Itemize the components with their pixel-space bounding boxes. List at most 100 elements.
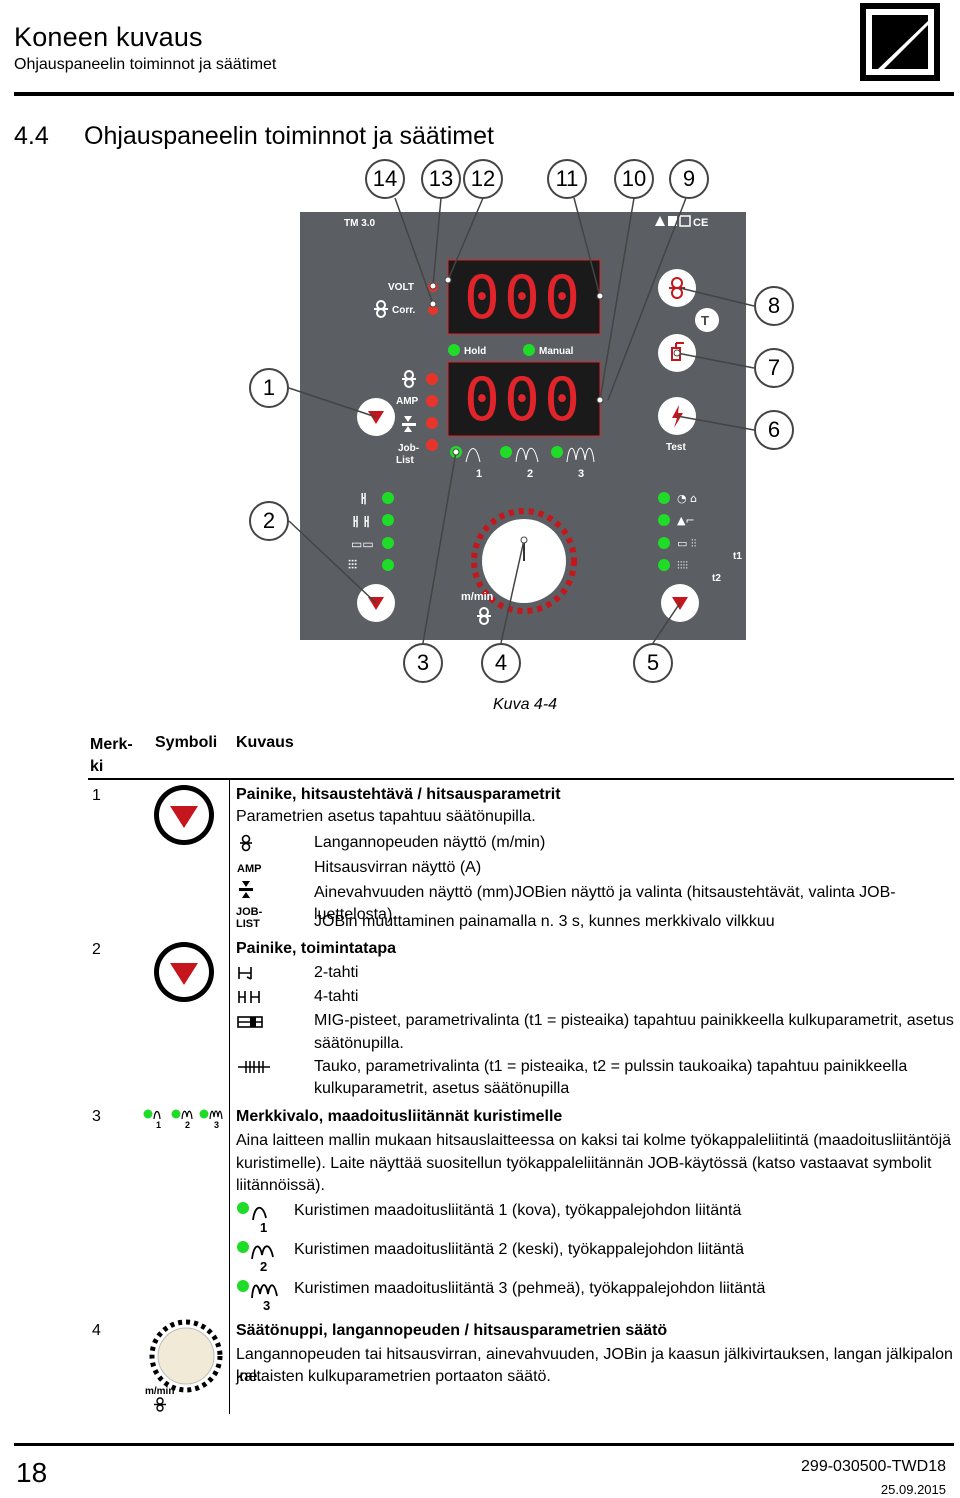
callout-dots (429, 276, 681, 544)
callout-7: 7 (754, 348, 794, 388)
row-text: Ainevahvuuden näyttö (mm)JOBien näyttö j… (314, 884, 896, 923)
led-joblist (426, 439, 438, 451)
reel-2-label: 2 (527, 468, 533, 480)
amp-symbol: AMP (237, 863, 262, 875)
callout-3: 3 (403, 643, 443, 683)
mode-2step-icon (238, 967, 252, 980)
wire-feed-icon (240, 834, 252, 852)
volt-label: VOLT (388, 282, 414, 293)
callout-1: 1 (249, 368, 289, 408)
led-start (658, 514, 670, 526)
control-panel-diagram: TM 3.0 CE VOLT Corr. 000 Hold Manual 000… (288, 197, 755, 644)
reel-3-label: 3 (578, 468, 584, 480)
gas-pre-icon: ◔ ⌂ (677, 492, 697, 505)
led-interval (382, 559, 394, 571)
reel-icons (465, 447, 595, 463)
col-header-symboli: Symboli (155, 734, 218, 751)
callout-12: 12 (463, 159, 503, 199)
led-reel-2 (500, 446, 512, 458)
wire-spool-icon (374, 300, 388, 318)
mode-4step-icon: ㅐㅐ (350, 515, 372, 529)
callout-6: 6 (754, 410, 794, 450)
led-4step (382, 514, 394, 526)
mode-2step-icon: ㅐ (358, 492, 369, 506)
display-top (447, 259, 601, 335)
reel-1-num: 1 (260, 1220, 268, 1235)
reel-3-num: 3 (263, 1298, 271, 1313)
callout-13: 13 (421, 159, 461, 199)
joblist-symbol-line1: JOB- (236, 906, 263, 918)
section-number: 4.4 (14, 122, 49, 150)
section-heading: 4.4 Ohjauspaneelin toiminnot ja säätimet (14, 122, 494, 151)
led-thickness (426, 417, 438, 429)
page-title: Koneen kuvaus (14, 22, 203, 52)
reel-2-num: 2 (260, 1259, 268, 1274)
reel-num-1: 1 (156, 1120, 162, 1130)
led-2step (382, 492, 394, 504)
callout-leaders (288, 197, 755, 644)
row-text: Kuristimen maadoitusliitäntä 3 (pehmeä),… (294, 1280, 766, 1297)
corr-label: Corr. (392, 305, 416, 316)
manual-label: Manual (539, 346, 574, 357)
callout-11: 11 (547, 159, 587, 199)
thickness-icon (239, 881, 253, 898)
wire-feed-icon (402, 370, 416, 388)
footer-rule (14, 1443, 954, 1446)
row-number: 3 (92, 1108, 101, 1125)
callout-10: 10 (614, 159, 654, 199)
row-text: Kuristimen maadoitusliitäntä 2 (keski), … (294, 1241, 745, 1258)
document-id: 299-030500-TWD18 (801, 1458, 946, 1475)
callout-5: 5 (633, 643, 673, 683)
display-bottom-value: 000 (464, 365, 584, 435)
led-hold (448, 344, 460, 356)
amp-label: AMP (396, 396, 419, 407)
table-column-divider (229, 780, 230, 1414)
t1-label: t1 (733, 551, 742, 562)
page-subtitle: Ohjauspaneelin toiminnot ja säätimet (14, 56, 277, 73)
start-icon: ▲⌐ (677, 514, 695, 527)
reel-leds-symbol: 1 2 3 (142, 1108, 228, 1130)
mmin-label: m/min (461, 591, 494, 603)
knob-wire-icon (154, 1397, 166, 1412)
mode-spot-icon (237, 1016, 263, 1028)
pause-time-icon: ⫶⫶⫶⫶ (677, 559, 688, 572)
reel-3-symbol: 3 (236, 1278, 288, 1314)
row-text: kuristimelle). Laite näyttää suositellun… (236, 1155, 932, 1172)
row-title: Painike, hitsaustehtävä / hitsausparamet… (236, 786, 561, 803)
reel-1-symbol: 1 (236, 1200, 276, 1236)
knob-mmin-label: m/min (145, 1386, 175, 1397)
reel-2-symbol: 2 (236, 1239, 284, 1275)
joblist-symbol-line2: LIST (236, 918, 260, 930)
row-text: Kuristimen maadoitusliitäntä 1 (kova), t… (294, 1202, 742, 1219)
hold-label: Hold (464, 346, 486, 357)
led-wirefeed (426, 373, 438, 385)
joblist-label: Job-List (396, 443, 419, 466)
temp-icon: T (701, 313, 709, 328)
col-header-kuvaus: Kuvaus (236, 734, 294, 751)
row-number: 2 (92, 941, 101, 958)
display-top-value: 000 (464, 263, 584, 333)
row-text: säätönupilla. (314, 1035, 404, 1052)
row-text: Langannopeuden näyttö (m/min) (314, 834, 546, 851)
row-text: Langannopeuden tai hitsausvirran, aineva… (236, 1346, 953, 1385)
callout-8: 8 (754, 286, 794, 326)
row-number: 4 (92, 1322, 101, 1339)
led-spot-time (658, 537, 670, 549)
header-rule (14, 92, 954, 96)
knob-scale (471, 508, 577, 614)
col-header-merkki: Merk-ki (90, 736, 133, 775)
display-bottom (447, 361, 601, 437)
function-button-symbol (154, 785, 214, 845)
mode-button-symbol (154, 942, 214, 1002)
callout-4: 4 (481, 643, 521, 683)
panel-model-label: TM 3.0 (344, 218, 376, 229)
callout-2: 2 (249, 501, 289, 541)
row-text: JOBin muuttaminen painamalla n. 3 s, kun… (314, 913, 775, 930)
section-title: Ohjauspaneelin toiminnot ja säätimet (84, 122, 494, 150)
row-text: 4-tahti (314, 988, 359, 1005)
row-text: liitännöissä). (236, 1177, 325, 1194)
row-title: Merkkivalo, maadoitusliitännät kuristime… (236, 1108, 563, 1125)
reel-num-3: 3 (214, 1120, 220, 1130)
row-text: kulkuparametrit, asetus säätönupilla (314, 1080, 570, 1097)
row-title: Painike, toimintatapa (236, 940, 397, 957)
